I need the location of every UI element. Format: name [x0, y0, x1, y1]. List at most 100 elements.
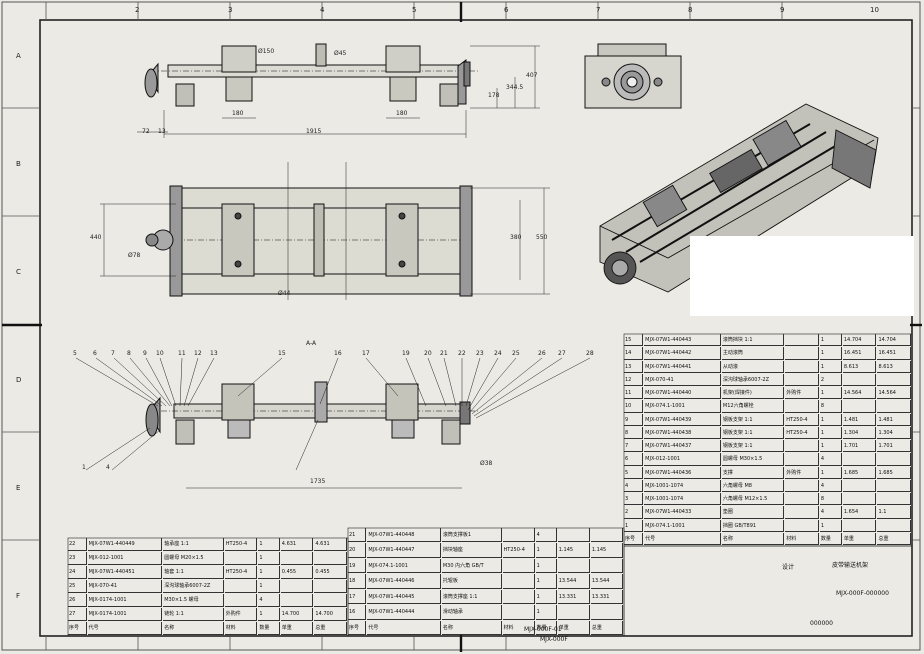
dimension-label: 180	[232, 110, 244, 117]
zone-col-label: 9	[780, 6, 785, 14]
bom-cell	[785, 373, 819, 386]
bom-header-cell: 序号	[624, 532, 644, 545]
bom-cell: 1	[819, 334, 842, 347]
bom-cell: 1	[819, 440, 842, 453]
bom-cell: 1.304	[877, 426, 911, 439]
bom-cell: 14.564	[842, 387, 877, 400]
bom-cell: 1.685	[842, 466, 877, 479]
bom-cell	[314, 552, 347, 565]
bom-cell: 13.331	[557, 589, 590, 605]
bom-cell: 4.631	[280, 538, 314, 551]
bom-cell	[502, 528, 535, 543]
zone-col-label: 2	[135, 6, 140, 14]
bom-cell: 1	[819, 413, 842, 426]
bom-cell: 外购件	[785, 466, 819, 479]
balloon: 6	[93, 350, 97, 357]
bom-cell	[877, 400, 911, 413]
bom-cell: MJX-07W1-440445	[367, 589, 441, 605]
balloon: 12	[194, 350, 202, 357]
front-view	[144, 43, 478, 107]
bom-cell: 六角螺母 M8	[721, 479, 785, 492]
bom-cell: 8	[819, 493, 842, 506]
bom-cell: 6	[624, 453, 644, 466]
bom-cell	[785, 360, 819, 373]
dimension-label: Ø38	[480, 460, 493, 467]
bom-cell: HT250-4	[224, 566, 258, 579]
bom-cell: MJX-07W1-440433	[644, 506, 721, 519]
bom-cell: 1	[624, 519, 644, 532]
bom-cell: 4	[258, 594, 280, 607]
bom-cell: MJX-07W1-440447	[367, 543, 441, 558]
side-view	[584, 43, 682, 109]
bom-cell: 14.564	[877, 387, 911, 400]
bom-cell: 1	[258, 552, 280, 565]
dimension-label: 380	[510, 234, 522, 241]
bom-cell: 支撑	[721, 466, 785, 479]
zone-col-label: 4	[320, 6, 325, 14]
bom-cell: 1	[535, 574, 557, 589]
bom-cell: 钢板支架 1:1	[721, 440, 785, 453]
bom-header-cell: 名称	[441, 620, 502, 635]
bom-cell: 14.700	[280, 608, 314, 621]
bom-cell	[877, 479, 911, 492]
balloon: 20	[424, 350, 432, 357]
bom-cell: 26	[68, 594, 87, 607]
bom-cell	[842, 479, 877, 492]
bom-cell: MJX-0174-1001	[87, 608, 163, 621]
bom-cell	[557, 558, 590, 574]
bom-cell: 垫圈	[721, 506, 785, 519]
bom-cell: 13.331	[590, 589, 623, 605]
balloon: 21	[440, 350, 448, 357]
bom-cell: 9	[624, 413, 644, 426]
bom-cell: M30 内六角 GB/T	[441, 558, 502, 574]
bom-cell: MJX-07W1-440441	[644, 360, 721, 373]
balloon: 15	[278, 350, 286, 357]
bom-cell: 4	[819, 479, 842, 492]
bom-cell: MJX-07W1-440448	[367, 528, 441, 543]
bom-cell	[314, 594, 347, 607]
bom-cell	[314, 580, 347, 593]
bom-cell: MJX-07W1-440442	[644, 347, 721, 360]
bom-cell	[502, 558, 535, 574]
bom-header-cell: 总重	[590, 620, 623, 635]
bom-cell	[557, 528, 590, 543]
bom-cell	[877, 373, 911, 386]
zone-row-label: B	[16, 160, 21, 168]
bom-cell	[877, 453, 911, 466]
balloon: 4	[106, 464, 110, 471]
bom-cell	[785, 506, 819, 519]
balloon: 11	[178, 350, 186, 357]
bom-cell: 27	[68, 608, 87, 621]
bom-cell: 1.701	[842, 440, 877, 453]
bom-cell: 12	[624, 373, 644, 386]
bom-cell: 滚筒支撑板1	[441, 528, 502, 543]
bom-cell: 16	[348, 605, 367, 620]
zone-col-label: 7	[596, 6, 601, 14]
balloon: 24	[494, 350, 502, 357]
bom-cell: 0.455	[280, 566, 314, 579]
bom-header-cell: 代号	[367, 620, 441, 635]
bom-cell	[590, 528, 623, 543]
bom-cell: 1.481	[877, 413, 911, 426]
bom-cell: 挡块轴座	[441, 543, 502, 558]
bom-cell: 1.145	[590, 543, 623, 558]
zone-row-label: D	[16, 376, 22, 384]
bom-cell: 滚筒支撑座 1:1	[441, 589, 502, 605]
title-stamp: 设计	[782, 564, 795, 571]
bom-cell: 1	[258, 608, 280, 621]
bom-cell: 1	[535, 605, 557, 620]
bom-cell: MJX-012-1001	[87, 552, 163, 565]
bom-cell: 挡圈 GB/T891	[721, 519, 785, 532]
bom-cell: 1	[819, 347, 842, 360]
zone-row-label: F	[16, 592, 21, 600]
bom-cell: 轴承座 1:1	[163, 538, 224, 551]
dimension-label: Ø44	[278, 290, 291, 297]
bom-cell: 1	[258, 538, 280, 551]
balloon: 23	[476, 350, 484, 357]
bom-cell: 16.451	[877, 347, 911, 360]
zone-col-label: 10	[870, 6, 879, 14]
bom-cell: 8.613	[877, 360, 911, 373]
bom-cell: 4.631	[314, 538, 347, 551]
